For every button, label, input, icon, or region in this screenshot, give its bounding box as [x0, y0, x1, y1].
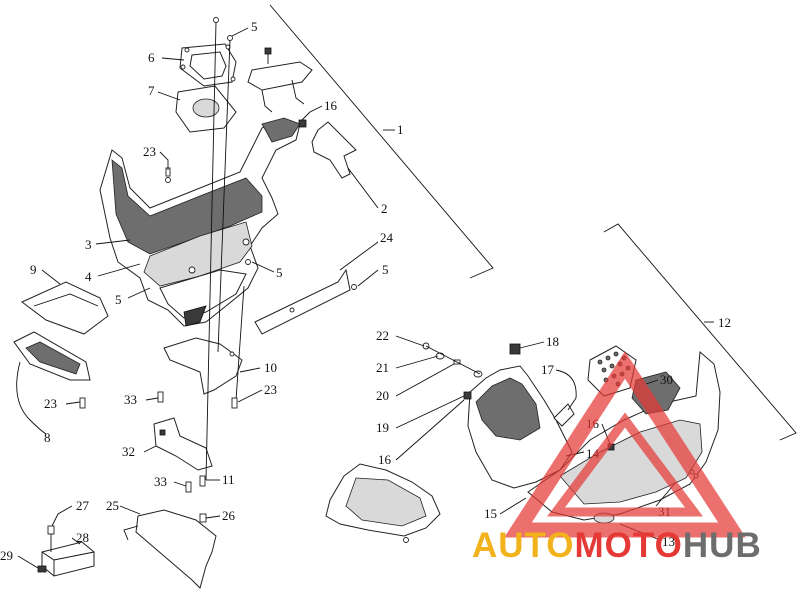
callout-33a: 33: [124, 392, 137, 407]
callout-26: 26: [222, 508, 236, 523]
callout-16b: 16: [378, 452, 392, 467]
callout-28: 28: [76, 530, 89, 545]
callout-23c: 23: [264, 382, 277, 397]
callout-20: 20: [376, 388, 389, 403]
watermark-auto: AUTO: [472, 526, 575, 565]
upper-bracket: [247, 47, 313, 113]
callout-1: 1: [397, 122, 404, 137]
callout-33b: 33: [154, 474, 167, 489]
bracket-32: [153, 417, 213, 471]
callout-9: 9: [30, 262, 37, 277]
gasket-7: [175, 85, 237, 133]
callout-11: 11: [222, 472, 235, 487]
assembly-bracket-12: [603, 223, 797, 441]
callout-21: 21: [376, 360, 389, 375]
lower-cover-25: [123, 509, 217, 589]
side-panel-8: [13, 331, 91, 381]
callout-5c: 5: [276, 265, 283, 280]
callout-16a: 16: [324, 98, 338, 113]
callout-5d: 5: [382, 262, 389, 277]
callout-5b: 5: [115, 292, 122, 307]
clip-16-top: [298, 119, 307, 128]
callout-4: 4: [85, 269, 92, 284]
t-bracket-2: [311, 121, 357, 179]
callout-8: 8: [44, 430, 51, 445]
callout-7: 7: [148, 83, 155, 98]
callout-22: 22: [376, 328, 389, 343]
callout-30: 30: [660, 372, 673, 387]
callout-18: 18: [546, 334, 559, 349]
callout-17: 17: [541, 362, 555, 377]
gasket-6: [179, 43, 237, 87]
callout-labels: 1 2 3 4 5 5 5 5 6 7 8 9 10 11 12 13 14 1…: [0, 19, 731, 563]
callout-13: 13: [662, 534, 675, 549]
callout-15: 15: [484, 506, 497, 521]
callout-12: 12: [718, 315, 731, 330]
callout-5a: 5: [251, 19, 258, 34]
watermark-moto: MOTO: [575, 526, 683, 565]
watermark-hub: HUB: [683, 526, 762, 565]
callout-24: 24: [380, 230, 394, 245]
callout-3: 3: [85, 237, 92, 252]
callout-23a: 23: [143, 144, 156, 159]
callout-6: 6: [148, 50, 155, 65]
assembly-bracket-1: [269, 4, 494, 279]
watermark: AUTOMOTOHUB: [472, 351, 762, 565]
hood-main-panel: [99, 117, 301, 327]
callout-27: 27: [76, 498, 90, 513]
callout-32: 32: [122, 444, 135, 459]
callout-10: 10: [264, 360, 277, 375]
lower-bracket-10: [163, 337, 243, 395]
side-panel-9: [21, 281, 109, 335]
svg-text:AUTOMOTOHUB: AUTOMOTOHUB: [472, 526, 762, 565]
watermark-inner-triangle-icon: [547, 412, 703, 517]
callout-2: 2: [381, 201, 388, 216]
callout-25: 25: [106, 498, 119, 513]
cowl-15: [325, 463, 441, 537]
watermark-triangle-icon: [504, 351, 746, 538]
strip-24: [254, 268, 351, 335]
callout-23b: 23: [44, 396, 57, 411]
callout-29: 29: [0, 548, 13, 563]
callout-19: 19: [376, 420, 389, 435]
